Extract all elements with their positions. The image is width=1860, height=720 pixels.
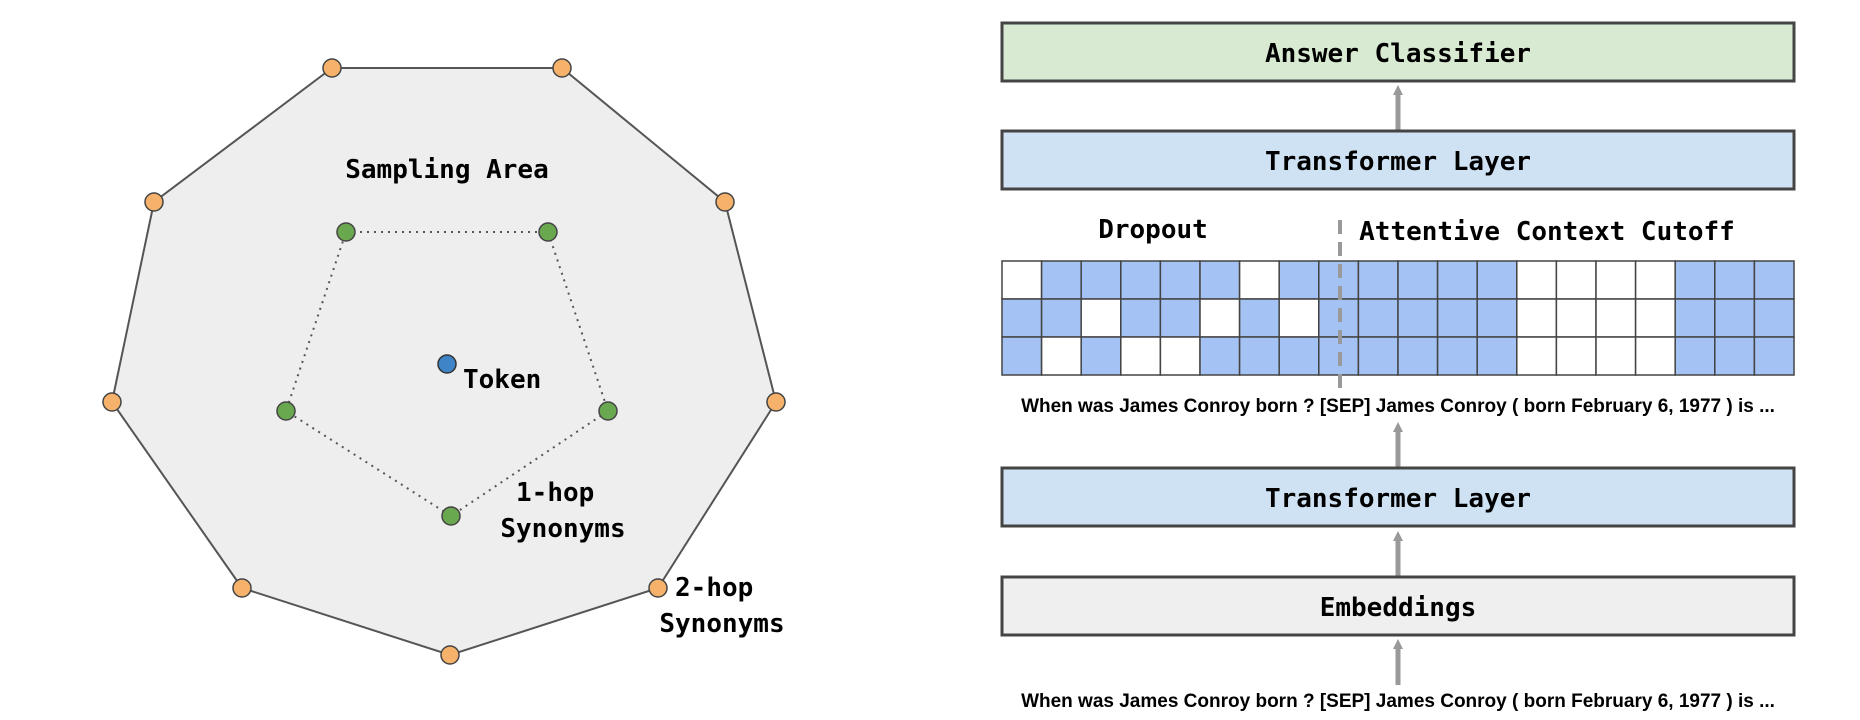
grid-cell-masked (1040, 336, 1082, 376)
grid-cell-active (1040, 298, 1082, 338)
two-hop-node (648, 578, 668, 598)
grid-cell-active (1120, 298, 1162, 338)
grid-cell-masked (1238, 260, 1280, 300)
grid-cell-masked (1199, 298, 1241, 338)
one-hop-node (336, 222, 356, 242)
grid-cell-masked (1595, 336, 1637, 376)
two-hop-node (440, 645, 460, 665)
two-hop-label: 2-hop Synonyms (659, 573, 784, 639)
transformer-layer-top (1000, 129, 1796, 191)
answer-classifier-label: Answer Classifier (1265, 39, 1531, 69)
grid-cell-active (1476, 336, 1518, 376)
grid-cell-active (1199, 336, 1241, 376)
one-hop-node (598, 401, 618, 421)
token-mask-grid (1001, 260, 1795, 376)
dropout-label: Dropout (1098, 215, 1208, 245)
grid-cell-masked (1278, 298, 1320, 338)
grid-cell-active (1159, 260, 1201, 300)
two-hop-node (144, 192, 164, 212)
token-label: Token (463, 365, 541, 395)
transformer-layer-bottom-label: Transformer Layer (1265, 484, 1531, 514)
two-hop-label-line1: 2-hop (675, 573, 753, 603)
embeddings-label: Embeddings (1320, 593, 1477, 623)
transformer-layer-bottom (1000, 466, 1796, 528)
grid-cell-masked (1001, 260, 1043, 300)
two-hop-node (102, 392, 122, 412)
grid-cell-masked (1555, 260, 1597, 300)
sequence-text-bottom: When was James Conroy born ? [SEP] James… (1021, 691, 1775, 712)
grid-cell-active (1397, 298, 1439, 338)
grid-cell-masked (1634, 336, 1676, 376)
grid-cell-masked (1159, 336, 1201, 376)
grid-cell-active (1397, 336, 1439, 376)
grid-cell-masked (1516, 298, 1558, 338)
grid-cell-active (1238, 336, 1280, 376)
two-hop-node (232, 578, 252, 598)
grid-cell-active (1436, 336, 1478, 376)
grid-cell-masked (1555, 298, 1597, 338)
grid-cell-masked (1595, 298, 1637, 338)
grid-cell-active (1357, 298, 1399, 338)
grid-cell-active (1714, 336, 1756, 376)
grid-cell-active (1001, 336, 1043, 376)
one-hop-label: 1-hop Synonyms (500, 478, 625, 544)
grid-cell-active (1080, 336, 1122, 376)
grid-cell-masked (1634, 298, 1676, 338)
grid-cell-active (1714, 298, 1756, 338)
embeddings-box (1000, 575, 1796, 637)
two-hop-node (715, 192, 735, 212)
grid-cell-active (1714, 260, 1756, 300)
grid-cell-active (1753, 260, 1795, 300)
grid-cell-active (1674, 260, 1716, 300)
one-hop-label-line2: Synonyms (500, 514, 625, 544)
grid-cell-active (1436, 260, 1478, 300)
token-node (437, 354, 457, 374)
grid-cell-active (1397, 260, 1439, 300)
sequence-text-mid: When was James Conroy born ? [SEP] James… (1021, 396, 1775, 417)
grid-cell-active (1001, 298, 1043, 338)
grid-cell-active (1476, 298, 1518, 338)
one-hop-label-line1: 1-hop (516, 478, 594, 508)
grid-cell-active (1278, 260, 1320, 300)
grid-cell-active (1674, 336, 1716, 376)
grid-cell-masked (1595, 260, 1637, 300)
two-hop-label-line2: Synonyms (659, 609, 784, 639)
grid-cell-active (1238, 298, 1280, 338)
grid-cell-masked (1634, 260, 1676, 300)
one-hop-pentagon (284, 231, 610, 518)
grid-cell-active (1753, 298, 1795, 338)
grid-cell-masked (1080, 298, 1122, 338)
grid-cell-active (1159, 298, 1201, 338)
grid-cell-active (1436, 298, 1478, 338)
grid-cell-active (1357, 260, 1399, 300)
cutoff-architecture-diagram: Answer Classifier Transformer Layer Drop… (1000, 21, 1796, 712)
two-hop-node (552, 58, 572, 78)
grid-cell-masked (1120, 336, 1162, 376)
grid-cell-masked (1555, 336, 1597, 376)
grid-cell-active (1753, 336, 1795, 376)
grid-cell-masked (1516, 336, 1558, 376)
grid-cell-masked (1516, 260, 1558, 300)
grid-cell-active (1040, 260, 1082, 300)
sampling-area-label: Sampling Area (345, 155, 549, 185)
grid-cell-active (1278, 336, 1320, 376)
grid-cell-active (1120, 260, 1162, 300)
one-hop-node (538, 222, 558, 242)
grid-cell-active (1357, 336, 1399, 376)
one-hop-node (276, 401, 296, 421)
grid-cell-active (1674, 298, 1716, 338)
grid-cell-active (1080, 260, 1122, 300)
grid-cell-active (1476, 260, 1518, 300)
answer-classifier-box (1000, 21, 1796, 83)
two-hop-node (766, 392, 786, 412)
one-hop-node (441, 506, 461, 526)
grid-cell-active (1199, 260, 1241, 300)
synonym-sampling-diagram: Sampling Area Token 1-hop Synonyms 2-hop… (102, 58, 786, 665)
cutoff-label: Attentive Context Cutoff (1359, 217, 1735, 247)
transformer-layer-top-label: Transformer Layer (1265, 147, 1531, 177)
two-hop-node (322, 58, 342, 78)
